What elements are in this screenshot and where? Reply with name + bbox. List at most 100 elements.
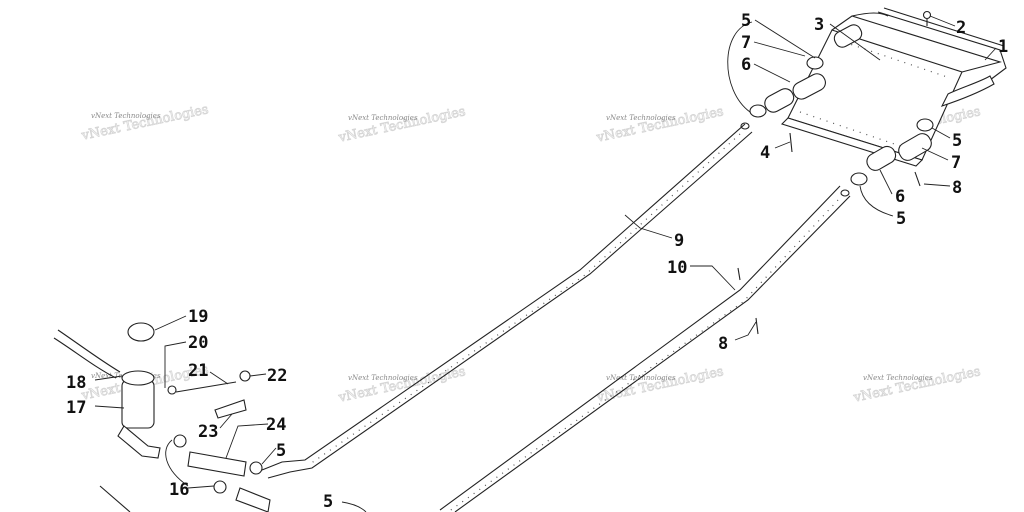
callout-9: 9 [674, 231, 684, 251]
callout-5e: 5 [323, 492, 333, 512]
connector-hose [764, 88, 795, 113]
leader-line-9 [624, 214, 673, 239]
callout-8a: 8 [952, 178, 962, 198]
vent-hose [175, 381, 237, 393]
watermark-ghost-text: vNext Technologies [336, 364, 466, 406]
bracket-flange [883, 7, 1005, 47]
callout-10: 10 [667, 258, 687, 278]
watermark-2: vNext Technologies vNext Technologies [336, 104, 467, 147]
engine-outline [99, 485, 131, 512]
callout-4: 4 [760, 143, 770, 163]
hose-clamp [249, 461, 263, 475]
tube-end [840, 189, 850, 197]
callout-2: 2 [956, 18, 966, 38]
lower-hose-assembly [840, 118, 934, 197]
callout-19: 19 [188, 307, 208, 327]
coolant-tube-9 [261, 123, 753, 479]
leader-line-6b [879, 169, 893, 195]
leader-line-2 [929, 15, 956, 27]
callout-7a: 7 [741, 33, 751, 53]
hose-clamp [806, 56, 824, 70]
watermark-ghost-text: vNext Technologies [594, 364, 724, 406]
hose-clamp [213, 480, 227, 494]
leader-line-7a [753, 41, 806, 57]
leader-line-5a [727, 21, 753, 113]
leader-line-17 [94, 405, 125, 409]
watermark-7: vNext Technologies vNext Technologies [594, 364, 725, 407]
callout-3: 3 [814, 15, 824, 35]
watermark-text: vNext Technologies [348, 114, 418, 122]
connector-hose [792, 73, 826, 100]
leader-line-5b [931, 127, 951, 139]
leader-line-3 [829, 23, 881, 61]
callout-5c: 5 [896, 209, 906, 229]
hose-clamp [173, 434, 187, 448]
callout-21: 21 [188, 361, 208, 381]
tube-rivets [447, 199, 839, 512]
watermark-3: vNext Technologies vNext Technologies [594, 104, 725, 147]
tube-lower-edge [267, 131, 753, 479]
leader-line-19 [154, 315, 187, 331]
leader-line-10 [690, 265, 736, 291]
heat-exchanger-top-rail [831, 15, 1002, 73]
bottle-neck [121, 370, 155, 386]
callout-20: 20 [188, 333, 208, 353]
callout-5d: 5 [276, 441, 286, 461]
rivet-pin [914, 171, 921, 187]
bottle-outlet [117, 425, 161, 459]
bolt-head [922, 10, 932, 20]
leader-line-7b [921, 147, 949, 161]
watermark-6: vNext Technologies vNext Technologies [336, 364, 467, 407]
tube-upper-edge [261, 123, 746, 471]
callout-23: 23 [198, 422, 218, 442]
callout-18: 18 [66, 373, 86, 393]
mounting-bracket [877, 7, 1007, 107]
tube-lower-edge [454, 195, 851, 512]
watermark-text: vNext Technologies [348, 374, 418, 382]
leader-line-16-branch [165, 439, 189, 487]
callouts: 1 2 3 4 5 5 5 5 5 6 6 7 7 8 8 9 10 16 17… [66, 11, 1008, 512]
rivet-row [837, 39, 951, 79]
tube-rivets [309, 133, 741, 465]
rivet-pin [789, 132, 793, 153]
watermark-text: vNext Technologies [91, 112, 161, 120]
leader-line-4 [774, 141, 791, 149]
watermark-8: vNext Technologies vNext Technologies [851, 364, 982, 407]
watermark-1: vNext Technologies vNext Technologies [79, 102, 210, 145]
leader-line-21 [209, 371, 229, 385]
callout-24: 24 [266, 415, 286, 435]
watermark-group: vNext Technologies vNext Technologies vN… [79, 102, 982, 407]
leader-line-5a-branch [754, 19, 816, 59]
leader-line-5d [261, 447, 277, 465]
connector-hose [898, 133, 932, 161]
watermark-text: vNext Technologies [863, 374, 933, 382]
leader-line-5e [341, 501, 367, 512]
vent-clamp [239, 370, 251, 382]
vent-fitting [167, 385, 177, 395]
coolant-bottle-assembly [53, 322, 271, 512]
callout-7b: 7 [951, 153, 961, 173]
leader-line-1 [984, 47, 997, 61]
hose-clamp [850, 172, 868, 186]
callout-6a: 6 [741, 55, 751, 75]
callout-6b: 6 [895, 187, 905, 207]
connector-hose [866, 145, 897, 171]
bolt [922, 10, 932, 26]
watermark-ghost-text: vNext Technologies [79, 102, 209, 144]
leader-line-20 [164, 341, 187, 388]
rivet-pin [737, 267, 741, 281]
leader-line-8a [923, 183, 951, 187]
bracket-outline [877, 11, 1007, 81]
return-hose [187, 451, 247, 477]
tube-upper-edge [439, 185, 841, 511]
watermark-ghost-text: vNext Technologies [594, 104, 724, 146]
leader-line-22 [249, 373, 267, 377]
hose-clamp [749, 104, 767, 118]
callout-5b: 5 [952, 131, 962, 151]
leader-line-18 [94, 375, 123, 381]
filler-cap [127, 322, 155, 342]
overflow-hose-edge [53, 337, 117, 379]
leader-line-8b [734, 321, 757, 341]
